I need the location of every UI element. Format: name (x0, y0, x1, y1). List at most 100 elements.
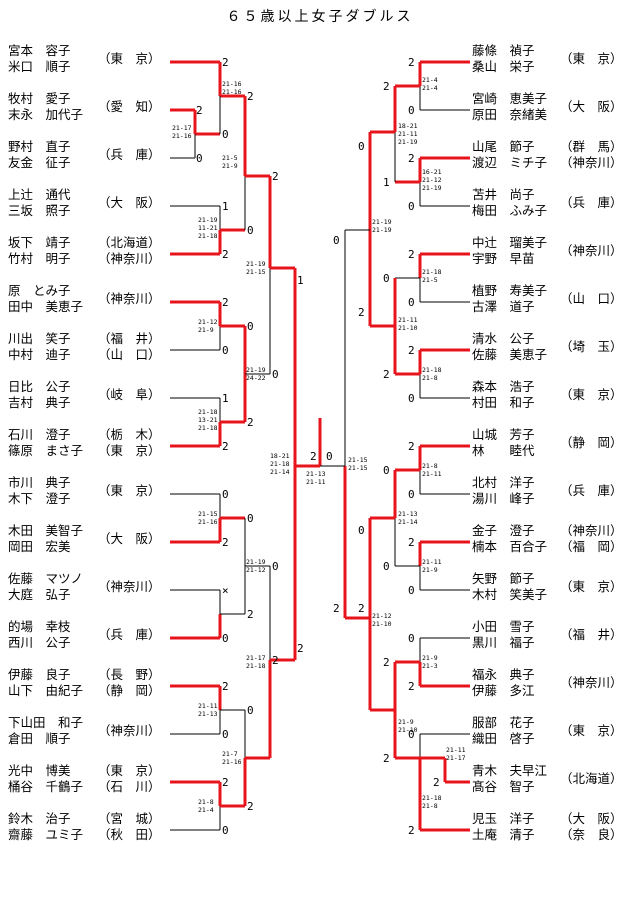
prefecture-label: （神奈川） (98, 579, 161, 594)
player-name: 桑山 栄子 (472, 59, 535, 74)
match-score: 0 (247, 704, 254, 717)
prefecture-label: （神奈川） (560, 243, 623, 258)
game-score: 21-16 (222, 88, 242, 96)
game-score: 21-11 (198, 702, 218, 710)
prefecture-label: （北海道） (560, 771, 623, 786)
game-score: 21-11 (306, 478, 326, 486)
player-name: 市川 典子 (8, 475, 71, 490)
player-name: 原田 奈緒美 (472, 107, 548, 122)
player-name: 木村 笑美子 (472, 587, 548, 602)
game-score: 21-18 (198, 408, 218, 416)
player-name: 伊藤 多江 (472, 683, 535, 698)
player-name: 日比 公子 (8, 379, 71, 394)
match-score: 0 (333, 234, 340, 247)
game-score: 21-14 (270, 468, 290, 476)
game-score: 21-13 (306, 470, 326, 478)
game-score: 21-11 (398, 316, 418, 324)
player-name: 服部 花子 (472, 715, 535, 730)
player-name: 北村 洋子 (472, 475, 535, 490)
game-score: 21-10 (398, 324, 418, 332)
player-name: 福永 典子 (472, 667, 535, 682)
player-name: 楠本 百合子 (472, 539, 548, 554)
player-name: 吉村 典子 (8, 395, 71, 410)
game-score: 21-3 (422, 662, 438, 670)
player-name: 苫井 尚子 (472, 187, 535, 202)
match-score: 2 (196, 104, 203, 117)
match-score: 0 (272, 368, 279, 381)
match-score: 2 (272, 654, 279, 667)
game-score: 21-17 (246, 654, 266, 662)
match-score: 0 (408, 104, 415, 117)
match-score: 0 (383, 560, 390, 573)
game-score: 21-9 (422, 566, 438, 574)
game-score: 21-19 (398, 138, 418, 146)
game-score: 21-18 (422, 366, 442, 374)
match-score: 0 (272, 560, 279, 573)
game-score: 11-21 (198, 224, 218, 232)
game-score: 21-8 (422, 374, 438, 382)
prefecture-label: （東 京） (560, 579, 623, 594)
game-score: 21-19 (372, 218, 392, 226)
player-name: 森本 浩子 (472, 379, 535, 394)
game-score: 21-9 (422, 654, 438, 662)
match-score: 2 (433, 776, 440, 789)
match-score: 2 (408, 536, 415, 549)
game-score: 21-15 (348, 464, 368, 472)
game-score: 21-19 (246, 260, 266, 268)
game-score: 21-4 (198, 806, 214, 814)
player-name: 石川 澄子 (8, 427, 71, 442)
match-score: 0 (408, 632, 415, 645)
game-score: 13-21 (198, 416, 218, 424)
player-name: 村田 和子 (472, 395, 535, 410)
game-score: 21-12 (198, 318, 218, 326)
game-score: 21-16 (198, 518, 218, 526)
player-name: 藤條 禎子 (472, 43, 535, 58)
player-name: 下山田 和子 (8, 715, 84, 730)
match-score: 0 (247, 320, 254, 333)
match-score: 2 (408, 680, 415, 693)
player-name: 三坂 照子 (8, 203, 71, 218)
player-name: 桶谷 千鶴子 (8, 779, 84, 794)
match-score: 0 (196, 152, 203, 165)
match-score: 0 (222, 488, 229, 501)
match-score: 2 (383, 656, 390, 669)
player-name: 米口 順子 (8, 59, 71, 74)
prefecture-label: （長 野） （静 岡） (98, 667, 161, 698)
player-name: 田中 美恵子 (8, 299, 84, 314)
game-score: 21-9 (198, 326, 214, 334)
match-score: 2 (358, 602, 365, 615)
match-score: 1 (383, 176, 390, 189)
page-title: ６５歳以上女子ダブルス (226, 9, 414, 25)
player-name: 中村 迪子 (8, 347, 71, 362)
game-score: 21-11 (398, 130, 418, 138)
game-score: 18-21 (398, 122, 418, 130)
player-name: 宮崎 恵美子 (472, 91, 548, 106)
match-score: 1 (222, 200, 229, 213)
game-score: 21-19 (372, 226, 392, 234)
prefecture-label: （神奈川） (560, 675, 623, 690)
match-score: 0 (222, 824, 229, 837)
player-name: 原 とみ子 (8, 283, 71, 298)
match-score: 0 (326, 450, 333, 463)
player-name: 西川 公子 (8, 635, 71, 650)
prefecture-label: （山 口） (560, 291, 623, 306)
prefecture-label: （東 京） (560, 387, 623, 402)
match-score: 2 (297, 642, 304, 655)
game-score: 21-16 (172, 132, 192, 140)
player-name: 光中 博美 (8, 763, 71, 778)
player-name: 髙谷 智子 (472, 779, 535, 794)
match-score: 2 (408, 824, 415, 837)
player-name: 坂下 靖子 (8, 235, 71, 250)
match-score: 2 (408, 440, 415, 453)
prefecture-label: （兵 庫） (98, 627, 161, 642)
prefecture-label: （東 京） （石 川） (98, 763, 161, 794)
player-name: 宮本 容子 (8, 43, 71, 58)
prefecture-label: （宮 城） （秋 田） (98, 811, 161, 842)
match-score: 2 (247, 90, 254, 103)
player-name: 川出 笑子 (8, 331, 71, 346)
prefecture-label: （群 馬） （神奈川） (560, 139, 623, 170)
match-score: 0 (408, 200, 415, 213)
game-score: 21-8 (422, 462, 438, 470)
match-score: 2 (408, 344, 415, 357)
game-score: 21-18 (422, 794, 442, 802)
